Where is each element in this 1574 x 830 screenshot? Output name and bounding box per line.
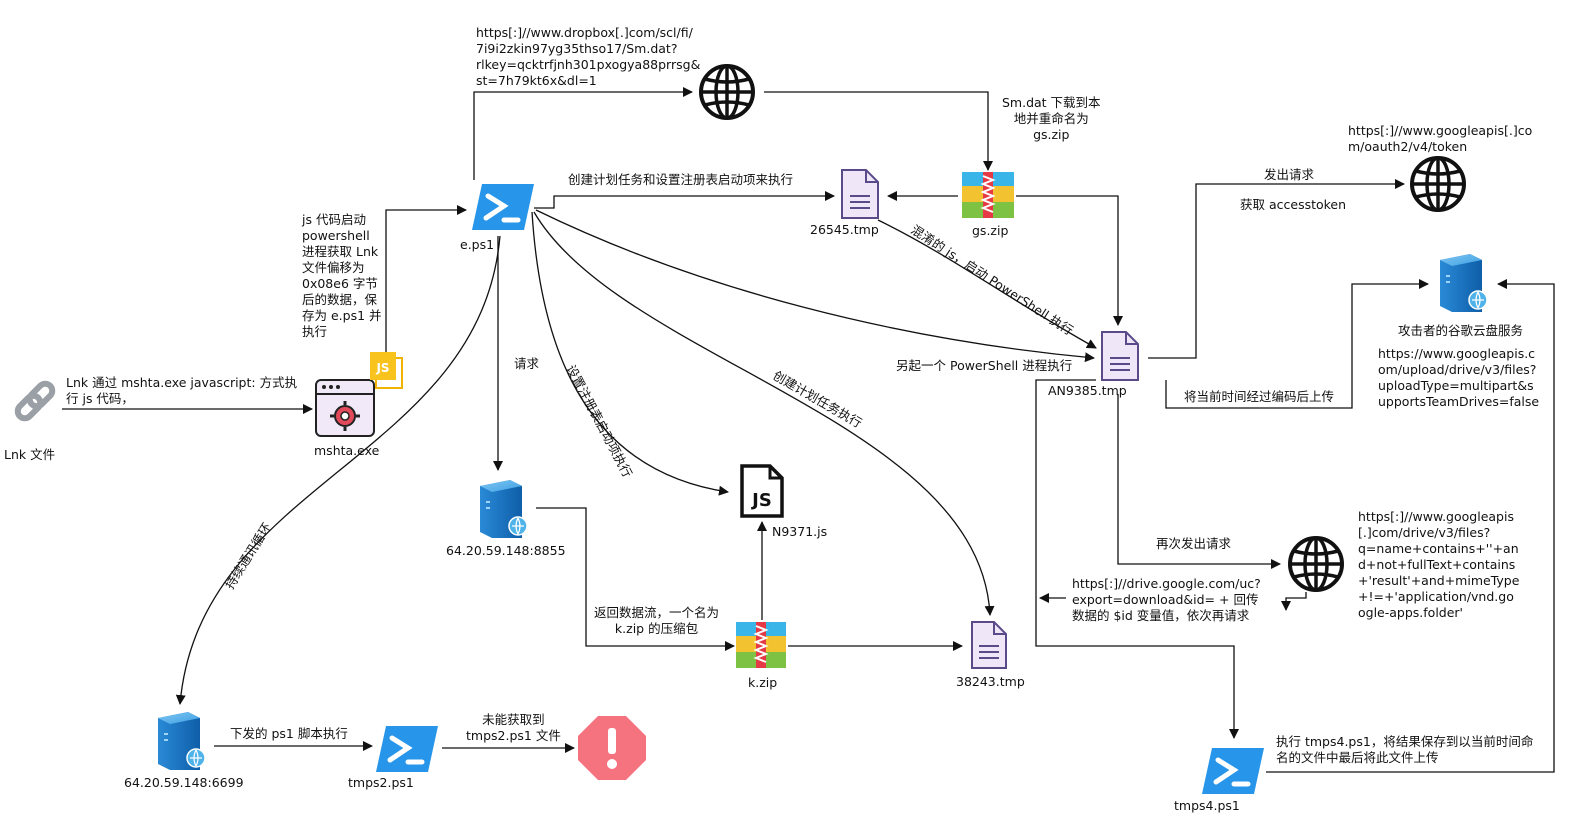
node-label-an9385: AN9385.tmp [1048,383,1127,398]
server-icon [1440,254,1488,312]
edge-8855-kzip [536,507,735,651]
powershell-icon [472,184,534,230]
edge-eps1-n9371 [531,211,729,496]
document-icon [841,169,879,219]
edge-an9385-tmps4 [1035,379,1239,739]
node-label-8855: 64.20.59.148:8855 [446,543,566,558]
server-icon [480,480,528,538]
globe-icon [1410,156,1466,212]
node-label-6699: 64.20.59.148:6699 [124,775,244,790]
edge-an9385-token [1148,179,1405,359]
svg-text:JS: JS [375,361,389,375]
node-label-mshta: mshta.exe [314,443,380,458]
label-request-again: 再次发出请求 [1156,536,1232,551]
document-icon [1101,331,1139,381]
label-js-start: js 代码启动 powershell 进程获取 Lnk 文件偏移为 0x08e6… [302,212,382,339]
edge-eps1-an9385 [535,209,1095,363]
label-return-stream: 返回数据流，一个名为 k.zip 的压缩包 [594,605,720,636]
globe-icon [699,64,755,120]
label-create-task-reg: 创建计划任务和设置注册表启动项来执行 [568,172,794,187]
node-label-38243: 38243.tmp [956,674,1025,689]
connectors [62,87,1555,773]
label-dropbox-url: https[:]//www.dropbox[.]com/scl/fi/ 7i9i… [476,25,701,88]
node-label-26545: 26545.tmp [810,222,879,237]
edge-eps1-26545 [534,191,835,209]
edge-tmps4-cloud [1266,279,1555,773]
chain-link-icon [14,380,56,422]
label-issued-ps1: 下发的 ps1 脚本执行 [230,726,348,741]
node-label-gszip: gs.zip [972,223,1009,238]
node-label-n9371: N9371.js [772,524,828,539]
label-drive-uc: https[:]//drive.google.com/uc? export=do… [1072,576,1261,623]
edge-files-back [1281,592,1307,611]
edge-eps1-6699 [175,235,501,705]
js-file-icon: JS [370,352,403,389]
node-label-lnk: Lnk 文件 [4,447,56,462]
label-smdat: Sm.dat 下载到本 地并重命名为 gs.zip [1002,95,1101,142]
label-send-request: 发出请求 [1264,167,1315,182]
error-octagon-icon [578,716,646,780]
label-files-query: https[:]//www.googleapis [.]com/drive/v3… [1358,509,1520,620]
edge-dropbox-gszip [764,91,993,171]
edge-mshta-eps1 [385,205,467,358]
label-another-ps: 另起一个 PowerShell 进程执行 [896,358,1073,373]
zip-archive-icon [736,622,786,668]
edge-26545-an9385 [877,219,1097,349]
label-set-registry: 设置注册表启动项执行 [563,362,635,479]
label-lnk-to-mshta: Lnk 通过 mshta.exe javascript: 方式执 行 js 代码… [66,375,298,406]
powershell-icon [1202,748,1264,794]
mshta-window-icon [315,379,375,437]
label-get-token: 获取 accesstoken [1240,197,1347,212]
document-icon [971,621,1007,669]
node-label-kzip: k.zip [748,675,778,690]
label-loop: 持续通讯循环 [222,520,274,592]
node-label-tmps4: tmps4.ps1 [1174,798,1240,813]
globe-icon [1288,536,1344,592]
label-create-task: 创建计划任务执行 [771,368,865,431]
server-icon [158,712,206,770]
svg-text:JS: JS [750,490,772,511]
edge-an9385-files [1117,394,1281,569]
label-request: 请求 [514,356,540,371]
powershell-icon [376,726,438,772]
node-label-cloud: 攻击者的谷歌云盘服务 [1398,323,1524,338]
label-upload-url: https://www.googleapis.c om/upload/drive… [1378,346,1540,409]
label-exec-tmps4: 执行 tmps4.ps1，将结果保存到以当前时间命 名的文件中最后将此文件上传 [1276,734,1534,765]
edge-an9385-cloud [1165,279,1429,409]
js-file-icon: JS [740,464,784,518]
edge-eps1-38243 [533,211,995,616]
label-failed: 未能获取到 tmps2.ps1 文件 [466,712,561,743]
edge-gszip-an9385 [1016,195,1123,326]
zip-archive-icon [962,172,1014,218]
label-upload-time: 将当前时间经过编码后上传 [1184,389,1335,404]
label-token-url: https[:]//www.googleapis[.]co m/oauth2/v… [1348,123,1533,154]
label-obfuscated-js: 混淆的 js，启动 PowerShell 执行 [908,222,1076,338]
node-label-eps1: e.ps1 [460,237,495,252]
node-label-tmps2: tmps2.ps1 [348,775,414,790]
edge-eps1-dropbox [473,87,693,180]
